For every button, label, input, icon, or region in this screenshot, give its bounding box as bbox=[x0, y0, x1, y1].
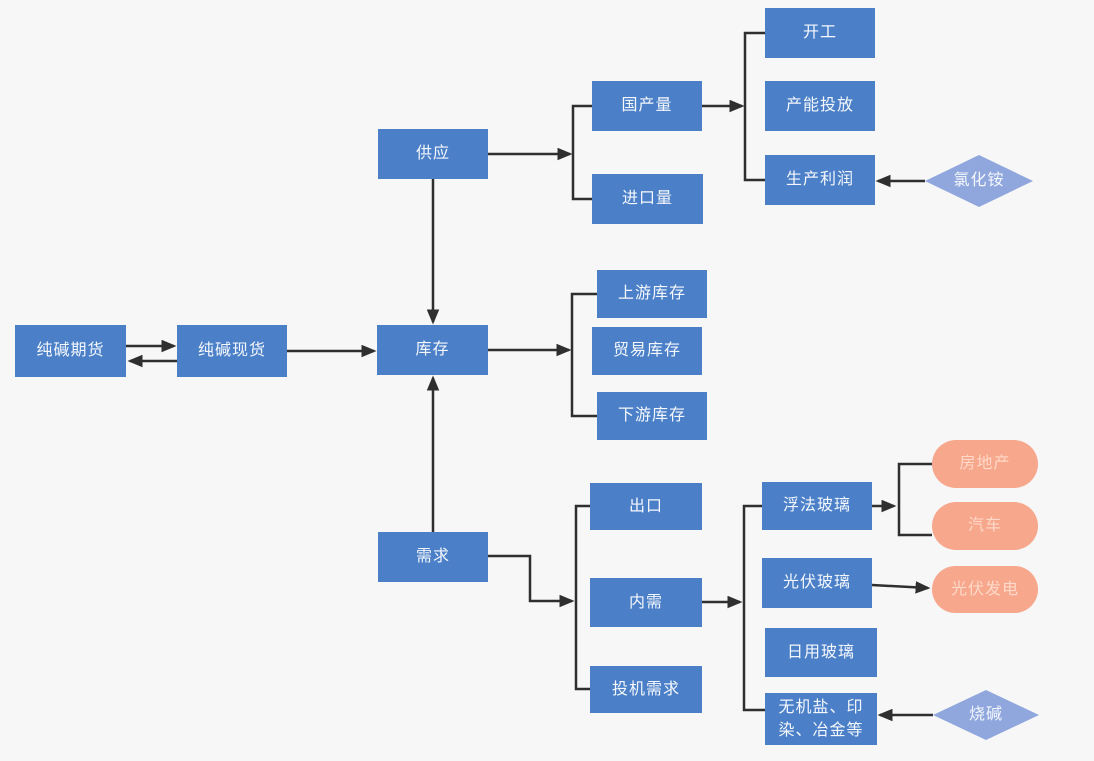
node-trade-inventory[interactable]: 贸易库存 bbox=[592, 327, 702, 375]
node-export[interactable]: 出口 bbox=[590, 483, 702, 530]
node-imports[interactable]: 进口量 bbox=[592, 174, 703, 224]
node-automobile[interactable]: 汽车 bbox=[932, 502, 1038, 550]
node-soda-spot[interactable]: 纯碱现货 bbox=[177, 325, 287, 377]
edge-supply-bracket bbox=[571, 104, 592, 201]
node-speculative-demand[interactable]: 投机需求 bbox=[590, 666, 702, 713]
node-downstream-inventory[interactable]: 下游库存 bbox=[597, 392, 707, 440]
node-pv-power[interactable]: 光伏发电 bbox=[932, 566, 1038, 613]
edge-pv-glass-to-pv-power bbox=[871, 581, 931, 594]
edge-production-bracket bbox=[743, 31, 765, 182]
edge-demand-to-branch bbox=[488, 554, 575, 608]
node-operating-rate[interactable]: 开工 bbox=[765, 8, 875, 58]
edge-float-glass-bracket bbox=[897, 462, 932, 537]
node-demand[interactable]: 需求 bbox=[378, 532, 488, 582]
node-float-glass[interactable]: 浮法玻璃 bbox=[762, 482, 872, 530]
node-real-estate[interactable]: 房地产 bbox=[932, 440, 1038, 488]
node-domestic-demand[interactable]: 内需 bbox=[590, 578, 702, 627]
node-soda-futures[interactable]: 纯碱期货 bbox=[15, 325, 126, 377]
node-domestic-production[interactable]: 国产量 bbox=[592, 81, 702, 131]
node-supply[interactable]: 供应 bbox=[378, 129, 488, 179]
node-daily-glass[interactable]: 日用玻璃 bbox=[765, 628, 877, 677]
node-inventory[interactable]: 库存 bbox=[377, 325, 488, 375]
node-production-profit[interactable]: 生产利润 bbox=[765, 155, 875, 205]
node-upstream-inventory[interactable]: 上游库存 bbox=[597, 270, 707, 318]
node-capacity-release[interactable]: 产能投放 bbox=[765, 81, 875, 131]
edge-inventory-bracket bbox=[570, 292, 597, 418]
node-pv-glass[interactable]: 光伏玻璃 bbox=[762, 558, 872, 608]
edge-domestic-demand-bracket bbox=[742, 504, 765, 712]
node-inorganic-salt[interactable]: 无机盐、印 染、冶金等 bbox=[765, 693, 877, 745]
edge-demand-bracket bbox=[574, 504, 590, 691]
